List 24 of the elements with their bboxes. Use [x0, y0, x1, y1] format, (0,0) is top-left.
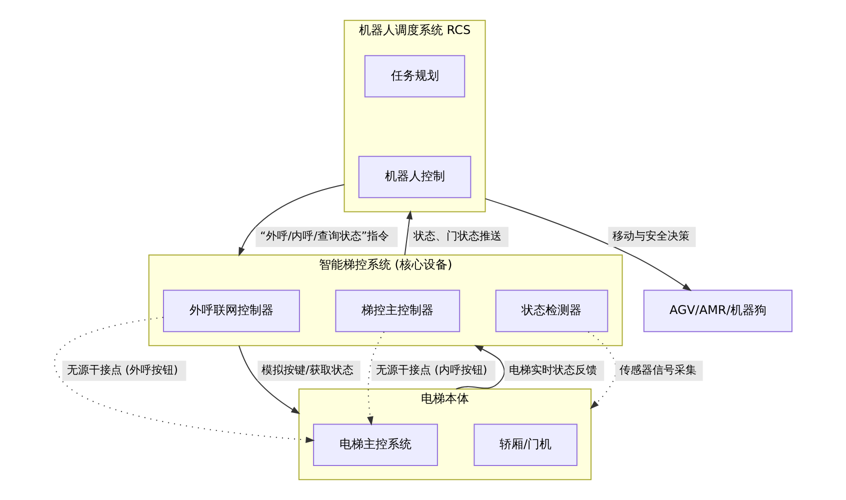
edge-label: 电梯实时状态反馈 [508, 364, 597, 377]
node-box: 外呼联网控制器 [162, 290, 300, 332]
edge-label: 模拟按键/获取状态 [262, 364, 354, 377]
node-box: 电梯主控系统 [313, 424, 438, 466]
arrow [404, 210, 413, 256]
arrow [238, 346, 300, 414]
node-box: 梯控主控制器 [335, 290, 460, 332]
node-box: 机器人控制 [358, 156, 472, 198]
edge-label: 传感器信号采集 [620, 364, 697, 377]
node-box: AGV/AMR/机器狗 [643, 290, 792, 332]
arrow [54, 316, 315, 444]
arrow [367, 332, 384, 426]
arrow [456, 345, 505, 390]
edge-label: “外呼/内呼/查询状态”指令 [260, 230, 390, 243]
edge-label: 无源干接点 (内呼按钮) [376, 364, 488, 377]
edge-label: 状态、门状态推送 [413, 230, 502, 243]
node-box: 任务规划 [364, 55, 466, 98]
edge-label: 移动与安全决策 [612, 230, 690, 243]
edge-label: 无源干接点 (外呼按钮) [66, 364, 178, 377]
node-box: 状态检测器 [495, 290, 608, 332]
arrow [238, 184, 344, 256]
arrow [485, 198, 692, 292]
node-box: 轿厢/门机 [474, 424, 578, 466]
arrow [588, 331, 616, 410]
